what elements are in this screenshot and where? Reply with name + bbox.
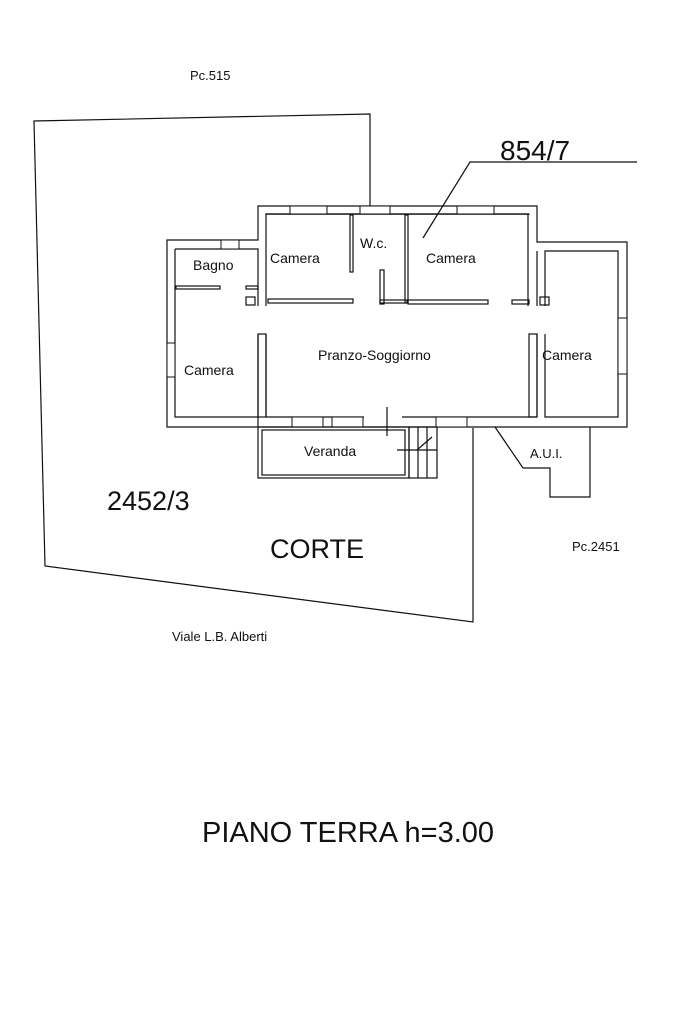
building-outer-wall: [166, 205, 628, 428]
room-camera-nw: Camera: [270, 250, 320, 266]
room-pranzo-soggiorno: Pranzo-Soggiorno: [318, 347, 431, 363]
room-bagno: Bagno: [193, 257, 234, 273]
aui-outline: [494, 426, 591, 498]
room-veranda: Veranda: [304, 443, 356, 459]
stairs: [408, 426, 438, 479]
parcel-main-label: 854/7: [500, 135, 570, 166]
building-inner-wall: [174, 249, 258, 418]
street-label: Viale L.B. Alberti: [172, 629, 267, 644]
leader-854-7: [422, 161, 637, 239]
lot-boundary: [33, 113, 474, 623]
plan-title: PIANO TERRA h=3.00: [202, 817, 494, 849]
aui-label: A.U.I.: [530, 446, 563, 461]
parcel-court-label: 2452/3: [107, 486, 190, 516]
court-label: CORTE: [270, 534, 364, 564]
parcel-east-label: Pc.2451: [572, 539, 620, 554]
parcel-north-label: Pc.515: [190, 68, 230, 83]
room-camera-w: Camera: [184, 362, 234, 378]
room-wc: W.c.: [360, 235, 387, 251]
room-camera-ne: Camera: [426, 250, 476, 266]
room-camera-e: Camera: [542, 347, 592, 363]
